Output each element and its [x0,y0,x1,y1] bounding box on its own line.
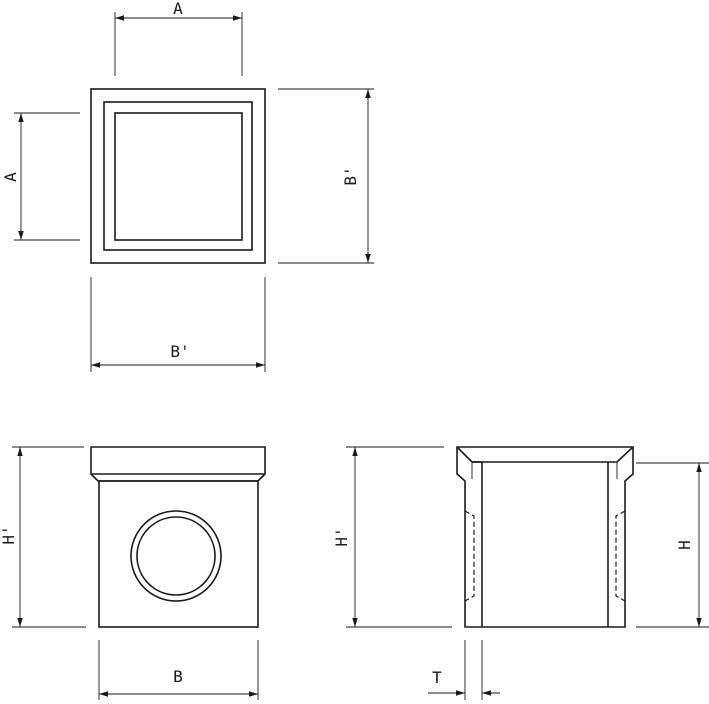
label-h-section: H [675,540,694,550]
label-b-front: B [173,667,183,686]
label-a-vertical: A [1,172,20,182]
label-b-prime-horizontal: B' [170,342,189,361]
plan-view: A A B' B' [1,0,374,372]
plan-inner-opening [114,112,243,241]
dim-t-section: T [428,640,500,700]
dim-a-horizontal: A [114,0,243,76]
front-pipe-hole-inner [136,516,216,596]
section-view: H' H T [332,446,709,700]
dim-b-prime-horizontal: B' [90,277,266,372]
label-h-prime-section: H' [332,527,351,546]
dim-h-prime-section: H' [332,446,452,628]
hidden-opening-right [615,510,626,602]
hidden-opening-left [464,510,475,602]
front-body-outline [98,480,259,628]
dim-b-prime-vertical: B' [278,88,374,264]
dim-b-front: B [98,640,259,700]
dim-h-section: H [636,462,709,628]
label-b-prime-vertical: B' [341,166,360,185]
plan-rim-outline [103,101,253,251]
dim-a-vertical: A [1,112,80,241]
front-pipe-hole-outer [130,510,222,602]
label-a-horizontal: A [173,0,183,18]
label-t-section: T [432,668,442,687]
plan-outer-outline [90,88,266,264]
front-view: H' B [0,446,266,700]
dim-h-prime-front: H' [0,446,86,628]
front-rim-outline [90,446,266,482]
label-h-prime-front: H' [0,525,18,544]
section-outline [456,446,634,628]
